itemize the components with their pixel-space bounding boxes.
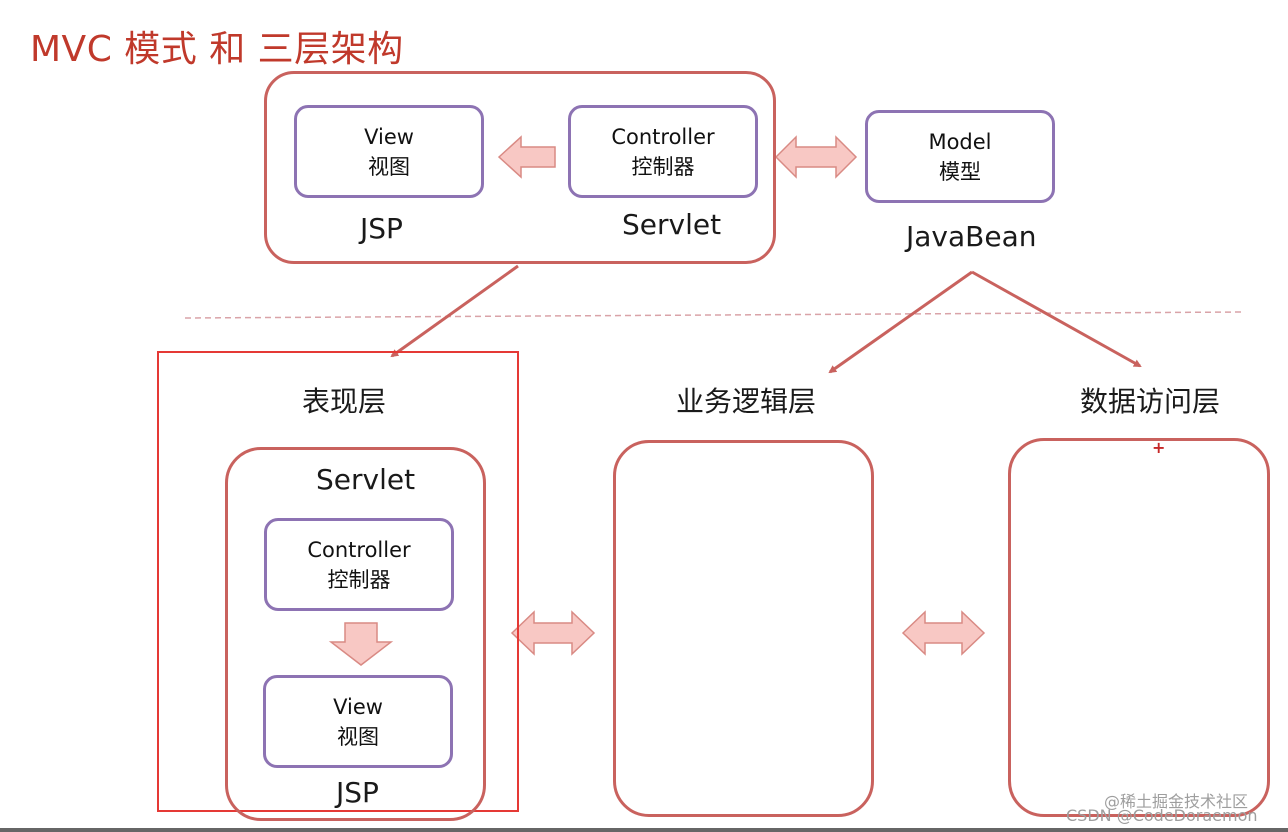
- controller-en-label: Controller: [611, 124, 715, 149]
- presentation-controller-zh-label: 控制器: [327, 567, 391, 592]
- presentation-business-double-arrow: [510, 610, 596, 656]
- presentation-layer-box: [225, 447, 486, 821]
- presentation-highlight-frame: [157, 351, 519, 812]
- jsp-label: JSP: [360, 212, 403, 245]
- javabean-label: JavaBean: [906, 220, 1037, 253]
- watermark-juejin: @稀土掘金技术社区: [1104, 792, 1249, 811]
- servlet-label: Servlet: [622, 208, 722, 241]
- presentation-controller-en-label: Controller: [307, 537, 411, 562]
- section-divider: [184, 311, 1246, 319]
- controller-zh-label: 控制器: [631, 154, 695, 179]
- presentation-jsp-label: JSP: [336, 776, 379, 809]
- presentation-view-box: View 视图: [263, 675, 453, 768]
- javabean-to-business-arrow: [828, 270, 973, 374]
- view-zh-label: 视图: [368, 154, 410, 179]
- model-en-label: Model: [928, 129, 992, 154]
- controller-model-double-arrow: [774, 135, 858, 179]
- presentation-servlet-label: Servlet: [316, 463, 416, 496]
- diagram-title: MVC 模式 和 三层架构: [30, 29, 404, 70]
- model-zh-label: 模型: [939, 159, 981, 184]
- watermark-csdn: CSDN @CodeDoraemon: [1066, 806, 1258, 825]
- presentation-layer-label: 表现层: [302, 385, 387, 418]
- model-box: Model 模型: [865, 110, 1055, 203]
- business-layer-box: [613, 440, 874, 817]
- plus-marker-icon: +: [1152, 438, 1166, 457]
- business-data-double-arrow: [901, 610, 986, 656]
- business-layer-label: 业务逻辑层: [676, 385, 817, 418]
- data-access-layer-label: 数据访问层: [1080, 385, 1221, 418]
- presentation-view-zh-label: 视图: [337, 724, 379, 749]
- presentation-controller-box: Controller 控制器: [264, 518, 454, 611]
- controller-to-view-down-arrow: [328, 622, 394, 666]
- bottom-border: [0, 828, 1288, 832]
- javabean-to-data-arrow: [971, 270, 1142, 368]
- mvc-to-presentation-arrow: [390, 264, 519, 358]
- mvc-web-group: [264, 71, 776, 264]
- controller-box: Controller 控制器: [568, 105, 758, 198]
- view-box: View 视图: [294, 105, 484, 198]
- data-access-layer-box: [1008, 438, 1270, 817]
- presentation-view-en-label: View: [333, 694, 383, 719]
- view-en-label: View: [364, 124, 414, 149]
- controller-to-view-arrow: [497, 135, 556, 179]
